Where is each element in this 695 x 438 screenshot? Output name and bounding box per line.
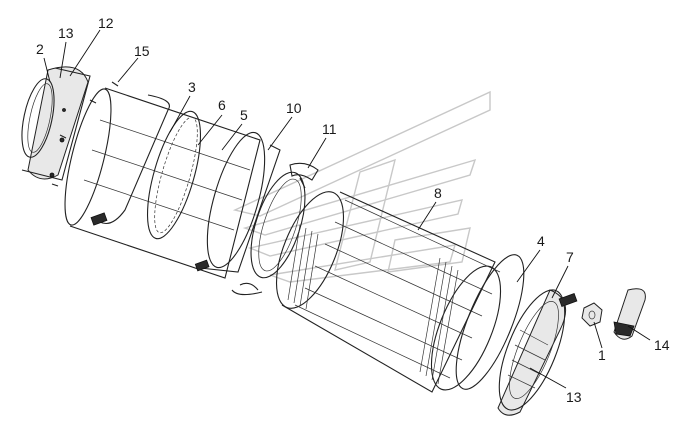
clamp-band (194, 131, 281, 273)
callouts: 2 13 12 15 3 6 5 10 11 8 4 7 1 14 13 (36, 15, 670, 405)
callout-14: 14 (654, 337, 670, 353)
spring-clip (289, 162, 319, 189)
callout-11: 11 (322, 121, 337, 137)
serrated-ring (146, 110, 202, 240)
callout-7: 7 (566, 249, 574, 265)
callout-8: 8 (434, 185, 442, 201)
callout-3: 3 (188, 79, 196, 95)
callout-6: 6 (218, 97, 226, 113)
right-end-cover (497, 289, 578, 416)
callout-13: 13 (58, 25, 74, 41)
o-ring-seal (455, 254, 525, 390)
callout-2: 2 (36, 41, 44, 57)
filter-element (275, 191, 502, 393)
callout-13b: 13 (566, 389, 582, 405)
callout-12: 12 (98, 15, 114, 31)
screw-set (51, 81, 119, 187)
callout-1: 1 (598, 347, 606, 363)
watermark-logo (232, 90, 491, 283)
callout-5: 5 (240, 107, 248, 123)
leader-lines (43, 29, 651, 389)
nut (581, 302, 603, 327)
housing-cylinder (64, 87, 261, 279)
callout-4: 4 (537, 233, 545, 249)
left-end-cap (21, 66, 91, 181)
service-indicator (613, 288, 646, 340)
callout-15: 15 (134, 43, 150, 59)
callout-10: 10 (286, 100, 302, 116)
